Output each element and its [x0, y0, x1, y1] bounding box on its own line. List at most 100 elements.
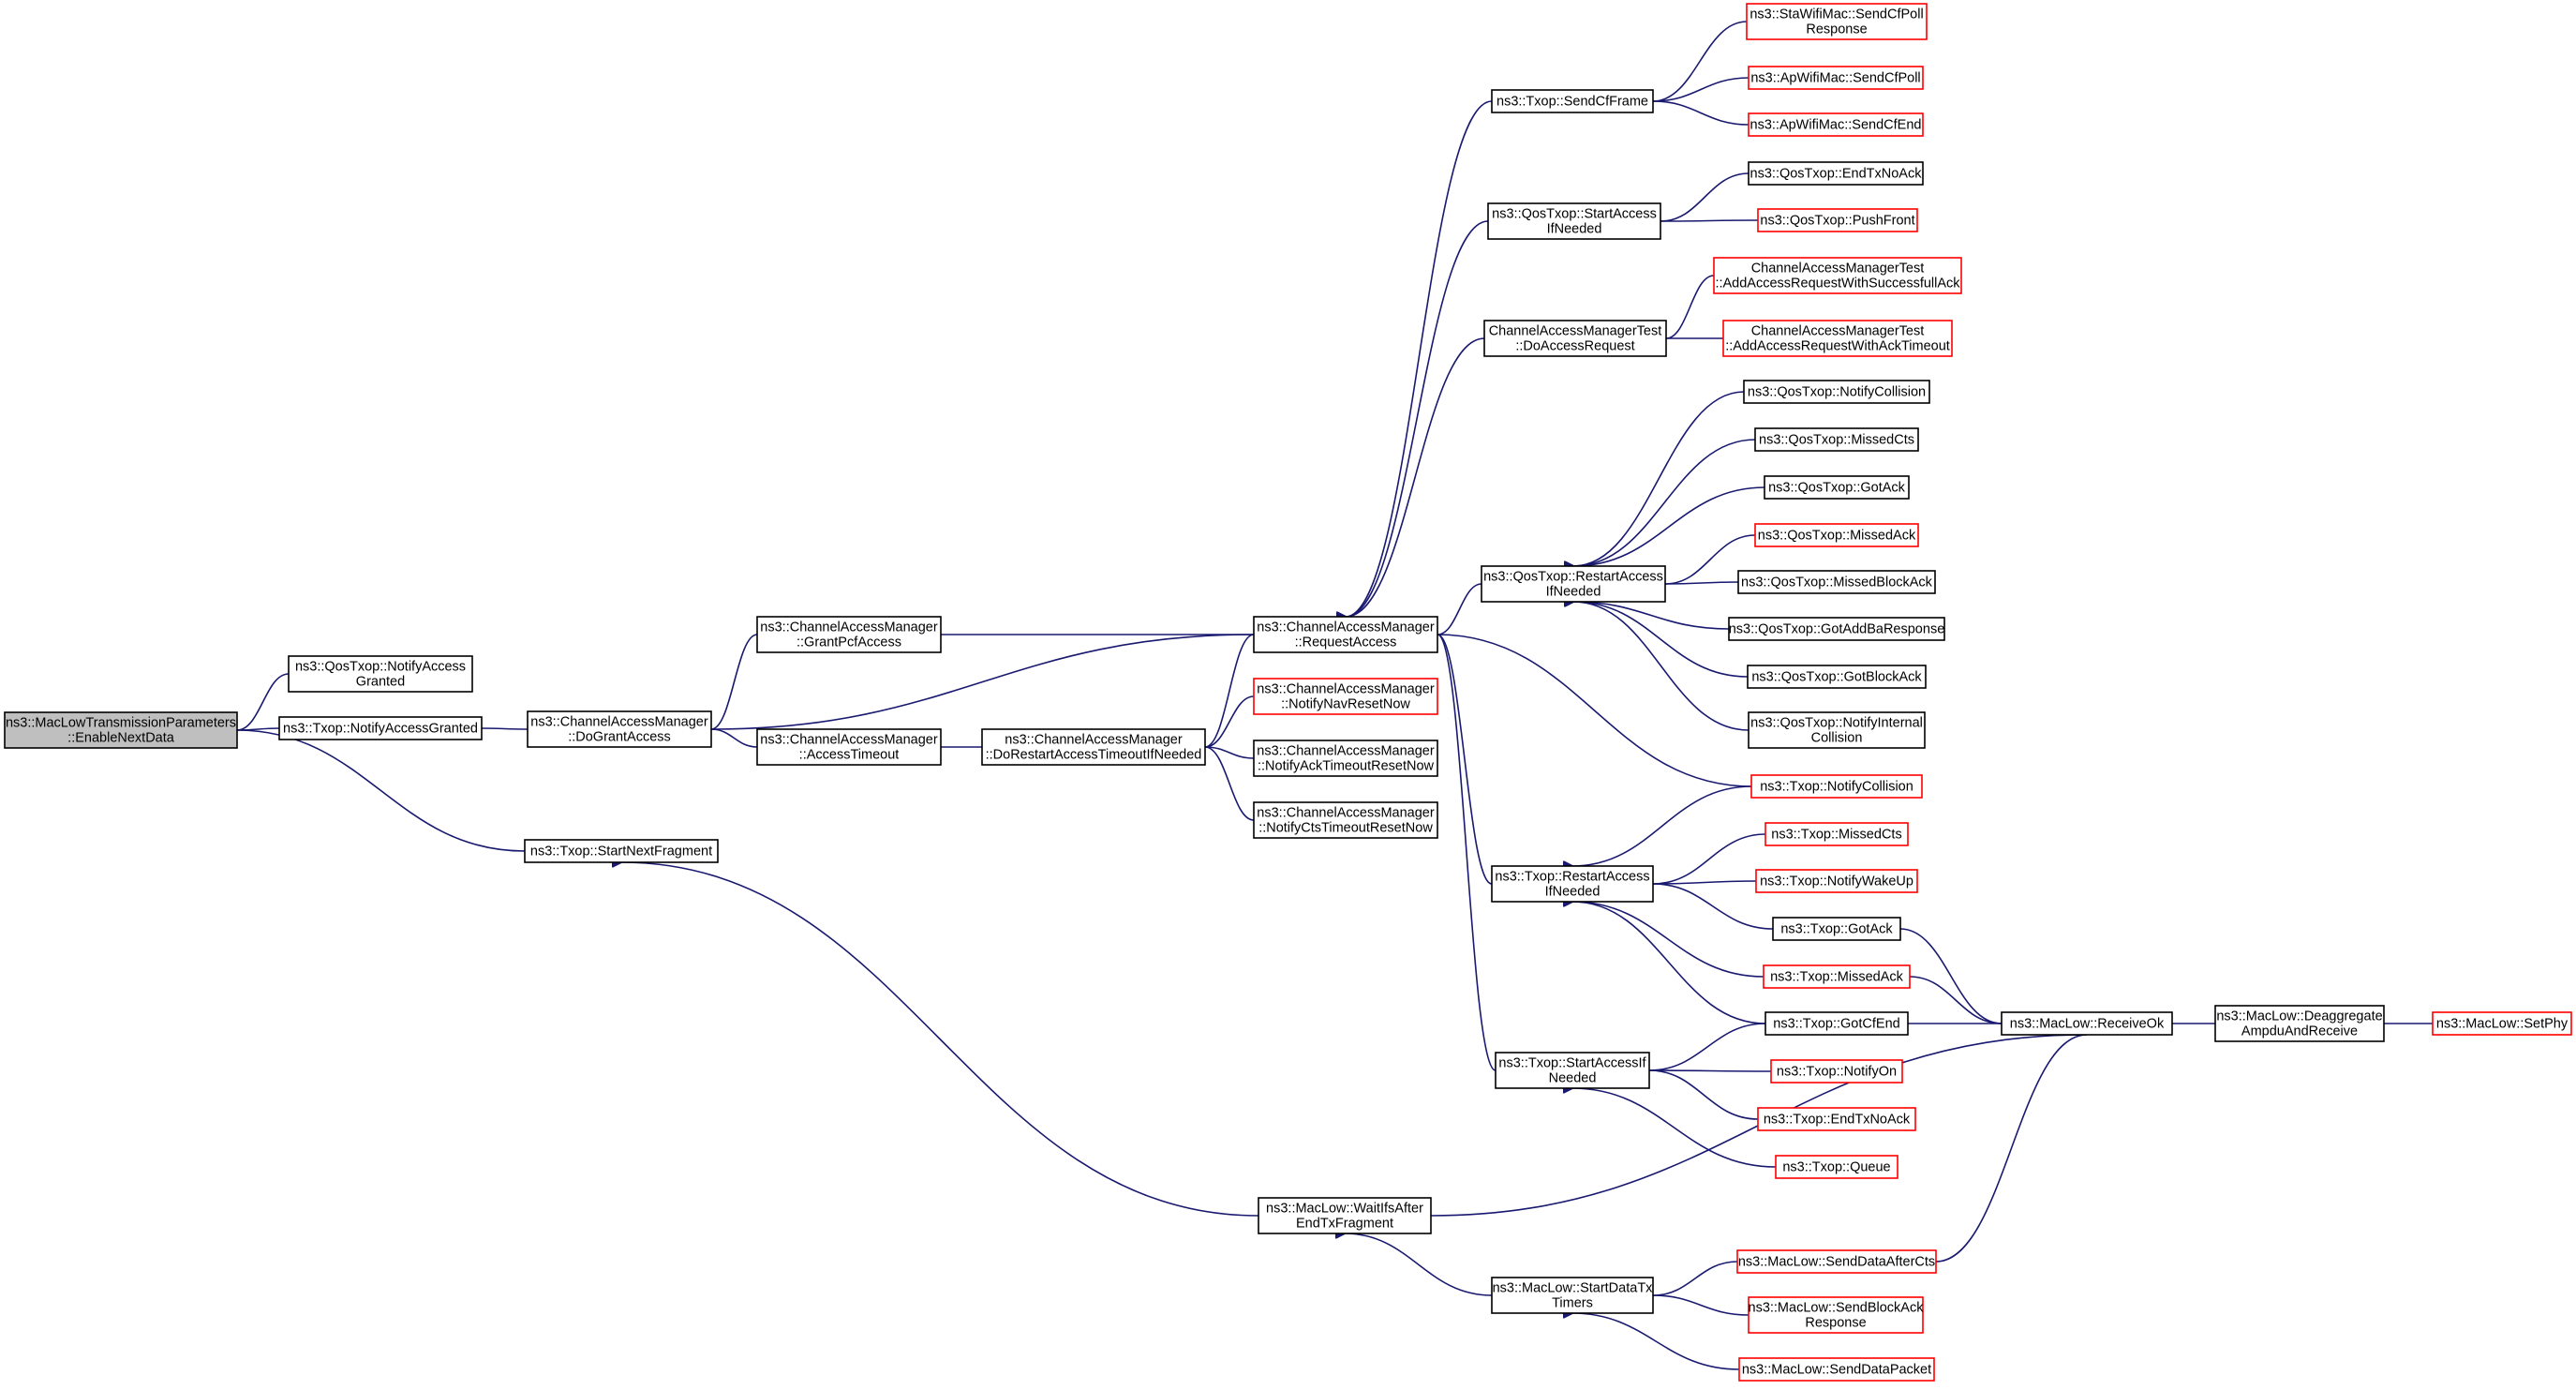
- node-box: [1713, 257, 1962, 294]
- node-cam_dograntaccess[interactable]: ns3::ChannelAccessManager::DoGrantAccess: [527, 710, 712, 748]
- node-box: [278, 716, 483, 740]
- node-cam_requestaccess[interactable]: ns3::ChannelAccessManager::RequestAccess: [1253, 616, 1438, 653]
- node-box: [1253, 616, 1438, 653]
- node-txop_missedack[interactable]: ns3::Txop::MissedAck: [1763, 964, 1911, 989]
- node-maclow_setphy[interactable]: ns3::MacLow::SetPhy: [2432, 1011, 2572, 1036]
- node-qostxop_notifyaccessgranted[interactable]: ns3::QosTxop::NotifyAccessGranted: [288, 655, 473, 693]
- node-label: IfNeeded: [1545, 885, 1601, 900]
- node-label: ns3::Txop::StartAccessIf: [1498, 1056, 1646, 1071]
- node-cam_notifynavreset[interactable]: ns3::ChannelAccessManager::NotifyNavRese…: [1253, 678, 1438, 715]
- edge-maclow_startdatatxtimers-to-maclow_waitifsafter: [1345, 1233, 1493, 1296]
- node-qostxop_notifycollision[interactable]: ns3::QosTxop::NotifyCollision: [1743, 380, 1930, 404]
- node-box: [2001, 1011, 2173, 1036]
- node-box: [527, 710, 712, 748]
- node-apwifimac_sendcfend[interactable]: ns3::ApWifiMac::SendCfEnd: [1748, 112, 1924, 137]
- node-label: IfNeeded: [1547, 222, 1602, 237]
- node-box: [1747, 665, 1927, 689]
- node-camtest_successfullack[interactable]: ChannelAccessManagerTest::AddAccessReque…: [1713, 257, 1962, 294]
- node-camtest_acktimeout[interactable]: ChannelAccessManagerTest::AddAccessReque…: [1722, 320, 1953, 357]
- node-label: ns3::QosTxop::RestartAccess: [1483, 570, 1663, 585]
- node-cam_accesstimeout[interactable]: ns3::ChannelAccessManager::AccessTimeout: [756, 728, 942, 766]
- node-box: [1253, 801, 1438, 839]
- node-label: ns3::Txop::NotifyAccessGranted: [283, 722, 478, 737]
- edge-cam_dograntaccess-to-txop_notifyaccessgranted: [482, 728, 529, 729]
- node-box: [1253, 678, 1438, 715]
- node-txop_sendcfframe[interactable]: ns3::Txop::SendCfFrame: [1491, 89, 1654, 113]
- edge-qostxop_notifyinternalcollision-to-qostxop_restartaccessifneeded: [1573, 602, 1750, 731]
- node-txop_notifywakeup[interactable]: ns3::Txop::NotifyWakeUp: [1755, 869, 1918, 893]
- node-box: [1491, 865, 1654, 903]
- node-apwifimac_sendcfpoll[interactable]: ns3::ApWifiMac::SendCfPoll: [1748, 66, 1924, 90]
- node-label: ns3::QosTxop::MissedAck: [1758, 529, 1916, 544]
- node-cam_grantpcfaccess[interactable]: ns3::ChannelAccessManager::GrantPcfAcces…: [756, 616, 942, 653]
- node-maclow_senddatapacket[interactable]: ns3::MacLow::SendDataPacket: [1738, 1357, 1935, 1382]
- edge-maclow_receiveok-to-txop_gotack: [1900, 929, 2003, 1024]
- node-label: ::EnableNextData: [67, 731, 175, 746]
- node-label: ChannelAccessManagerTest: [1489, 324, 1662, 339]
- node-label: ns3::QosTxop::NotifyAccess: [295, 660, 466, 675]
- edge-txop_gotcfend-to-txop_restartaccessifneeded: [1572, 902, 1766, 1024]
- node-qostxop_gotblockack[interactable]: ns3::QosTxop::GotBlockAck: [1747, 665, 1927, 689]
- node-txop_notifycollision[interactable]: ns3::Txop::NotifyCollision: [1750, 774, 1923, 799]
- node-txop_notifyaccessgranted[interactable]: ns3::Txop::NotifyAccessGranted: [278, 716, 483, 740]
- node-label: ::NotifyAckTimeoutResetNow: [1258, 759, 1435, 774]
- node-txop_notifyon[interactable]: ns3::Txop::NotifyOn: [1770, 1059, 1903, 1084]
- edge-txop_notifycollision-to-cam_requestaccess: [1437, 635, 1752, 787]
- node-qostxop_endtxnoack[interactable]: ns3::QosTxop::EndTxNoAck: [1748, 161, 1924, 186]
- node-label: ::NotifyNavResetNow: [1281, 697, 1410, 712]
- node-txop_queue[interactable]: ns3::Txop::Queue: [1775, 1155, 1898, 1179]
- node-qostxop_missedack[interactable]: ns3::QosTxop::MissedAck: [1754, 523, 1919, 547]
- edge-qostxop_gotaddbaresponse-to-qostxop_restartaccessifneeded: [1573, 602, 1730, 630]
- node-root[interactable]: ns3::MacLowTransmissionParameters::Enabl…: [4, 711, 238, 749]
- edge-stawifimac_sendcfpoll-to-txop_sendcfframe: [1653, 21, 1748, 101]
- node-camtest_doaccessrequest[interactable]: ChannelAccessManagerTest::DoAccessReques…: [1483, 320, 1667, 357]
- node-qostxop_gotaddbaresponse[interactable]: ns3::QosTxop::GotAddBaResponse: [1728, 617, 1945, 641]
- node-txop_endtxnoack[interactable]: ns3::Txop::EndTxNoAck: [1757, 1107, 1916, 1131]
- edge-maclow_receiveok-to-maclow_senddataaftercts: [1936, 1034, 2088, 1262]
- edge-maclow_senddatapacket-to-maclow_startdatatxtimers: [1572, 1313, 1740, 1370]
- node-label: ns3::QosTxop::PushFront: [1760, 214, 1914, 229]
- node-box: [1748, 161, 1924, 186]
- node-txop_gotcfend[interactable]: ns3::Txop::GotCfEnd: [1764, 1011, 1909, 1036]
- node-txop_missedcts[interactable]: ns3::Txop::MissedCts: [1764, 822, 1909, 846]
- node-box: [1491, 89, 1654, 113]
- node-label: ns3::Txop::MissedCts: [1771, 828, 1901, 843]
- node-label: ns3::ChannelAccessManager: [530, 715, 708, 730]
- node-qostxop_gotack[interactable]: ns3::QosTxop::GotAck: [1764, 475, 1910, 500]
- node-box: [1757, 1107, 1916, 1131]
- edge-camtest_doaccessrequest-to-cam_requestaccess: [1346, 337, 1485, 617]
- node-label: ns3::MacLowTransmissionParameters: [6, 716, 236, 731]
- edge-layer: [237, 21, 2433, 1370]
- node-label: ::DoAccessRequest: [1515, 339, 1634, 354]
- node-label: ns3::MacLow::SendDataPacket: [1742, 1363, 1931, 1378]
- node-qostxop_pushfront[interactable]: ns3::QosTxop::PushFront: [1757, 208, 1918, 232]
- node-box: [1763, 964, 1911, 989]
- node-qostxop_missedcts[interactable]: ns3::QosTxop::MissedCts: [1754, 427, 1919, 452]
- node-cam_dorestartaccess[interactable]: ns3::ChannelAccessManager::DoRestartAcce…: [981, 728, 1206, 766]
- node-box: [1746, 3, 1928, 40]
- node-cam_notifyctstimeout[interactable]: ns3::ChannelAccessManager::NotifyCtsTime…: [1253, 801, 1438, 839]
- node-label: ns3::Txop::MissedAck: [1770, 970, 1904, 985]
- node-label: ::AccessTimeout: [799, 748, 900, 763]
- node-txop_startnextfragment[interactable]: ns3::Txop::StartNextFragment: [524, 839, 719, 863]
- node-box: [524, 839, 719, 863]
- node-label: ns3::Txop::NotifyOn: [1777, 1065, 1897, 1080]
- node-layer: ns3::MacLowTransmissionParameters::Enabl…: [4, 3, 2572, 1382]
- node-label: ChannelAccessManagerTest: [1751, 262, 1925, 277]
- edge-cam_accesstimeout-to-cam_dograntaccess: [711, 729, 758, 748]
- node-cam_notifyacktimeout[interactable]: ns3::ChannelAccessManager::NotifyAckTime…: [1253, 740, 1438, 777]
- node-txop_gotack[interactable]: ns3::Txop::GotAck: [1772, 917, 1901, 941]
- node-maclow_senddataaftercts[interactable]: ns3::MacLow::SendDataAfterCts: [1736, 1249, 1937, 1274]
- node-qostxop_missedblockack[interactable]: ns3::QosTxop::MissedBlockAck: [1737, 570, 1936, 594]
- node-maclow_receiveok[interactable]: ns3::MacLow::ReceiveOk: [2001, 1011, 2173, 1036]
